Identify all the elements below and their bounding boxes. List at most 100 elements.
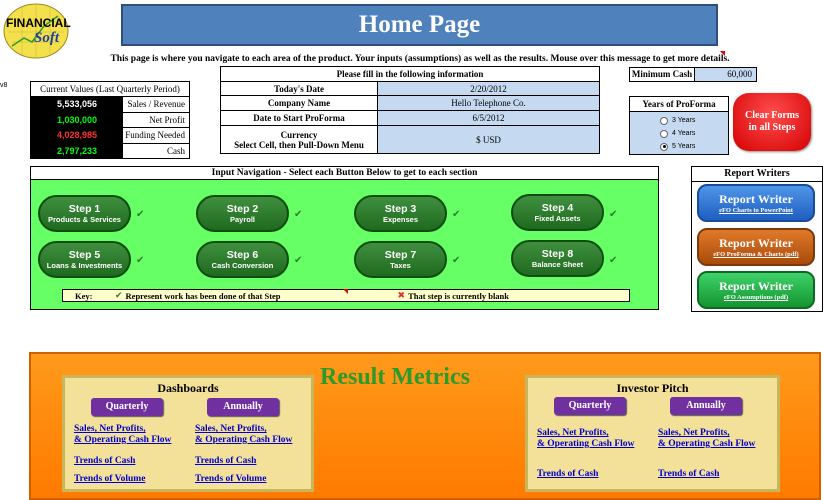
sales-revenue-label: Sales / Revenue [123,97,189,112]
check-icon: ✔ [452,255,461,266]
legend-blank-text: That step is currently blank [408,290,510,301]
investor-quarterly-cash-link[interactable]: Trends of Cash [537,469,599,479]
step-number: Step 8 [541,247,574,260]
link-line: & Operating Cash Flow [195,435,293,445]
link-line: & Operating Cash Flow [658,439,756,449]
result-metrics-title: Result Metrics [320,364,470,390]
info-row-company-name: Company Name Hello Telephone Co. [221,96,599,111]
page-description[interactable]: This page is where you navigate to each … [110,54,730,64]
sales-revenue-value: 5,533,056 [31,97,123,112]
current-values-table: Current Values (Last Quarterly Period) 5… [30,81,190,159]
check-icon: ✔ [609,255,618,266]
radio-icon[interactable] [660,116,668,125]
link-line: Sales, Net Profits, [658,428,730,438]
company-name-field[interactable]: Hello Telephone Co. [378,96,599,110]
step-number: Step 5 [68,248,101,261]
link-line: Sales, Net Profits, [195,424,267,434]
start-proforma-field[interactable]: 6/5/2012 [378,111,599,125]
funding-needed-value: 4,028,985 [31,128,123,143]
report-writer-title: Report Writer [719,192,793,206]
current-values-row: 2,797,233 Cash [31,143,189,158]
current-values-row: 1,030,000 Net Profit [31,112,189,128]
years-proforma-header: Years of ProForma [630,97,728,112]
dashboards-annually-button[interactable]: Annually [207,398,279,416]
step-label: Expenses [382,214,419,224]
investor-annually-button[interactable]: Annually [670,397,742,415]
minimum-cash-field[interactable]: 60,000 [695,68,756,81]
report-writer-powerpoint-button[interactable]: Report Writer eFO Charts to PowerPoint [697,184,815,222]
step-number: Step 3 [384,202,417,215]
current-values-row: 4,028,985 Funding Needed [31,128,189,144]
report-writer-subtitle: eFO Charts to PowerPoint [719,207,793,214]
dashboards-quarterly-button[interactable]: Quarterly [91,398,163,416]
radio-icon[interactable] [660,129,668,138]
investor-quarterly-button[interactable]: Quarterly [554,397,626,415]
cash-label: Cash [123,143,189,158]
years-option-5[interactable]: 5 Years [630,140,728,153]
todays-date-field[interactable]: 2/20/2012 [378,82,599,95]
minimum-cash-row: Minimum Cash 60,000 [629,67,757,82]
report-writer-assumptions-button[interactable]: Report Writer eFO Assumptions (pdf) [697,271,815,309]
check-icon: ✔ [609,209,618,220]
step-label: Taxes [390,260,411,270]
net-profit-label: Net Profit [123,112,189,127]
link-line: Sales, Net Profits, [74,424,146,434]
current-values-row: 5,533,056 Sales / Revenue [31,97,189,113]
comment-marker [720,51,725,56]
dashboards-quarterly-sales-link[interactable]: Sales, Net Profits,& Operating Cash Flow [74,424,171,446]
link-line: Sales, Net Profits, [537,428,609,438]
info-row-todays-date: Today's Date 2/20/2012 [221,82,599,96]
dashboards-quarterly-cash-link[interactable]: Trends of Cash [74,456,136,466]
years-option-label: 5 Years [672,143,696,150]
years-option-4[interactable]: 4 Years [630,127,728,140]
comment-marker [343,289,348,294]
check-icon: ✔ [136,209,145,220]
legend-done-text: Represent work has been done of that Ste… [125,290,281,301]
investor-pitch-header: Investor Pitch [616,381,689,395]
step-label: Fixed Assets [534,213,581,223]
clear-forms-label-1: Clear Forms [745,110,799,121]
info-header: Please fill in the following information [221,67,599,82]
currency-select[interactable]: $ USD [378,126,599,153]
investor-annual-sales-link[interactable]: Sales, Net Profits,& Operating Cash Flow [658,428,755,450]
investor-annual-cash-link[interactable]: Trends of Cash [658,469,720,479]
financial-soft-logo: FINANCIAL Soft [2,2,71,60]
x-mark-icon: ✖ [397,290,406,301]
years-option-label: 4 Years [672,130,696,137]
check-icon: ✔ [294,255,303,266]
info-row-start-date: Date to Start ProForma 6/5/2012 [221,111,599,126]
dashboards-quarterly-volume-link[interactable]: Trends of Volume [74,474,146,484]
step-number: Step 4 [541,201,574,214]
dashboards-annual-volume-link[interactable]: Trends of Volume [195,474,267,484]
dashboards-panel: Dashboards [62,375,314,492]
investor-quarterly-sales-link[interactable]: Sales, Net Profits,& Operating Cash Flow [537,428,634,450]
step-label: Payroll [229,214,255,224]
info-row-currency: Currency Select Cell, then Pull-Down Men… [221,126,599,153]
link-line: & Operating Cash Flow [537,439,635,449]
report-writer-proforma-button[interactable]: Report Writer eFO ProForma & Charts (pdf… [697,228,815,266]
net-profit-value: 1,030,000 [31,112,123,127]
logo-text-financial: FINANCIAL [6,16,71,30]
radio-selected-icon[interactable] [660,142,668,151]
step-number: Step 1 [68,202,101,215]
dashboards-header: Dashboards [157,381,219,395]
years-option-3[interactable]: 3 Years [630,114,728,127]
report-writer-subtitle: eFO ProForma & Charts (pdf) [713,251,799,258]
investor-pitch-panel: Investor Pitch [525,375,780,492]
step-label: Products & Services [48,214,121,224]
step-label: Balance Sheet [531,259,584,269]
step-number: Step 7 [384,248,417,261]
step-number: Step 6 [226,248,259,261]
dashboards-annual-cash-link[interactable]: Trends of Cash [195,456,257,466]
company-name-label: Company Name [221,96,378,110]
dashboards-annual-sales-link[interactable]: Sales, Net Profits,& Operating Cash Flow [195,424,292,446]
